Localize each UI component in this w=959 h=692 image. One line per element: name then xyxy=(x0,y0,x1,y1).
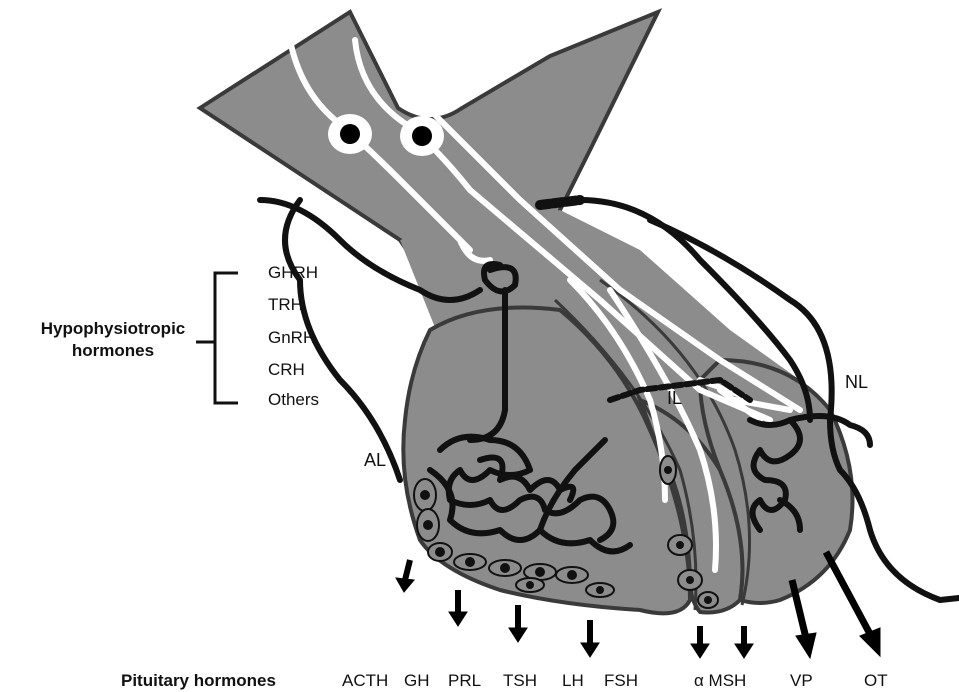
hormone-item-gnrh: GnRH xyxy=(268,328,315,347)
hormone-bracket xyxy=(196,273,238,403)
pituitary-hormone-vp: VP xyxy=(790,671,813,690)
hormone-item-trh: TRH xyxy=(268,295,303,314)
pituitary-hormone-gh: GH xyxy=(404,671,430,690)
label-nl: NL xyxy=(845,372,868,392)
label-al: AL xyxy=(364,450,386,470)
hormone-item-ghrh: GHRH xyxy=(268,263,318,282)
hypophysiotropic-title-line2: hormones xyxy=(72,341,154,360)
hormone-item-others: Others xyxy=(268,390,319,409)
hypophysiotropic-title-line1: Hypophysiotropic xyxy=(41,319,186,338)
pituitary-hormone-acth: ACTH xyxy=(342,671,388,690)
pituitary-hormones-title: Pituitary hormones xyxy=(121,671,276,690)
pituitary-hormone-ot: OT xyxy=(864,671,888,690)
pituitary-hormone-lh: LH xyxy=(562,671,584,690)
label-il: IL xyxy=(667,388,682,408)
pituitary-hormone-tsh: TSH xyxy=(503,671,537,690)
pituitary-hormone-prl: PRL xyxy=(448,671,481,690)
pituitary-hormone-amsh: α MSH xyxy=(694,671,746,690)
pituitary-hormone-fsh: FSH xyxy=(604,671,638,690)
hormone-item-crh: CRH xyxy=(268,360,305,379)
